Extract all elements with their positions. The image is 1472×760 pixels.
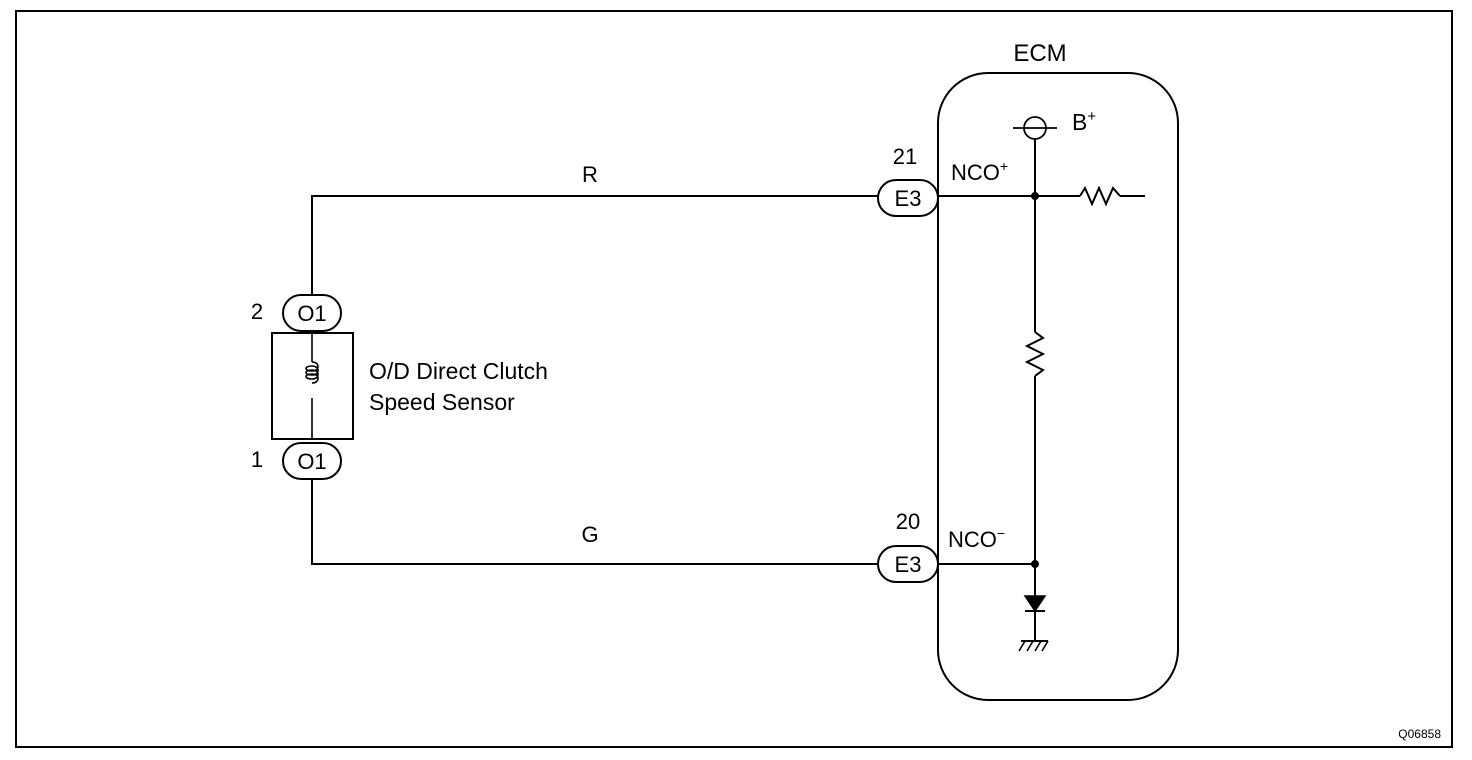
connector-o1-top — [282, 294, 342, 332]
figure-id: Q06858 — [1398, 727, 1441, 741]
power-source-symbol — [1013, 116, 1057, 140]
wire-color-g: G — [581, 522, 598, 547]
pin-number-1: 1 — [251, 447, 263, 472]
diode-symbol — [1023, 595, 1047, 613]
connector-o1-bottom — [282, 442, 342, 480]
wire-color-r: R — [582, 162, 598, 187]
connector-o1-bottom-label: O1 — [297, 449, 326, 474]
diagram-frame — [15, 10, 1453, 748]
terminal-nco-plus: NCO+ — [951, 158, 1008, 185]
ground-icon — [1018, 640, 1049, 652]
wire-red — [311, 195, 878, 296]
power-label: B+ — [1072, 108, 1096, 135]
ecm-title: ECM — [1013, 40, 1066, 67]
coil-icon — [305, 361, 319, 384]
connector-e3-top-label: E3 — [895, 186, 922, 211]
connector-e3-top — [877, 179, 939, 217]
resistor-horizontal — [1079, 185, 1121, 207]
ecm-box — [937, 72, 1179, 701]
pin-number-20: 20 — [896, 509, 920, 534]
wire-green — [311, 480, 878, 565]
pin-number-21: 21 — [893, 144, 917, 169]
sensor-name-line2: Speed Sensor — [369, 389, 515, 415]
connector-o1-top-label: O1 — [297, 301, 326, 326]
resistor-vertical — [1024, 331, 1046, 377]
connector-e3-bottom-label: E3 — [895, 552, 922, 577]
sensor-name-line1: O/D Direct Clutch — [369, 358, 548, 384]
terminal-nco-minus: NCO− — [948, 525, 1005, 552]
pin-number-2: 2 — [251, 299, 263, 324]
